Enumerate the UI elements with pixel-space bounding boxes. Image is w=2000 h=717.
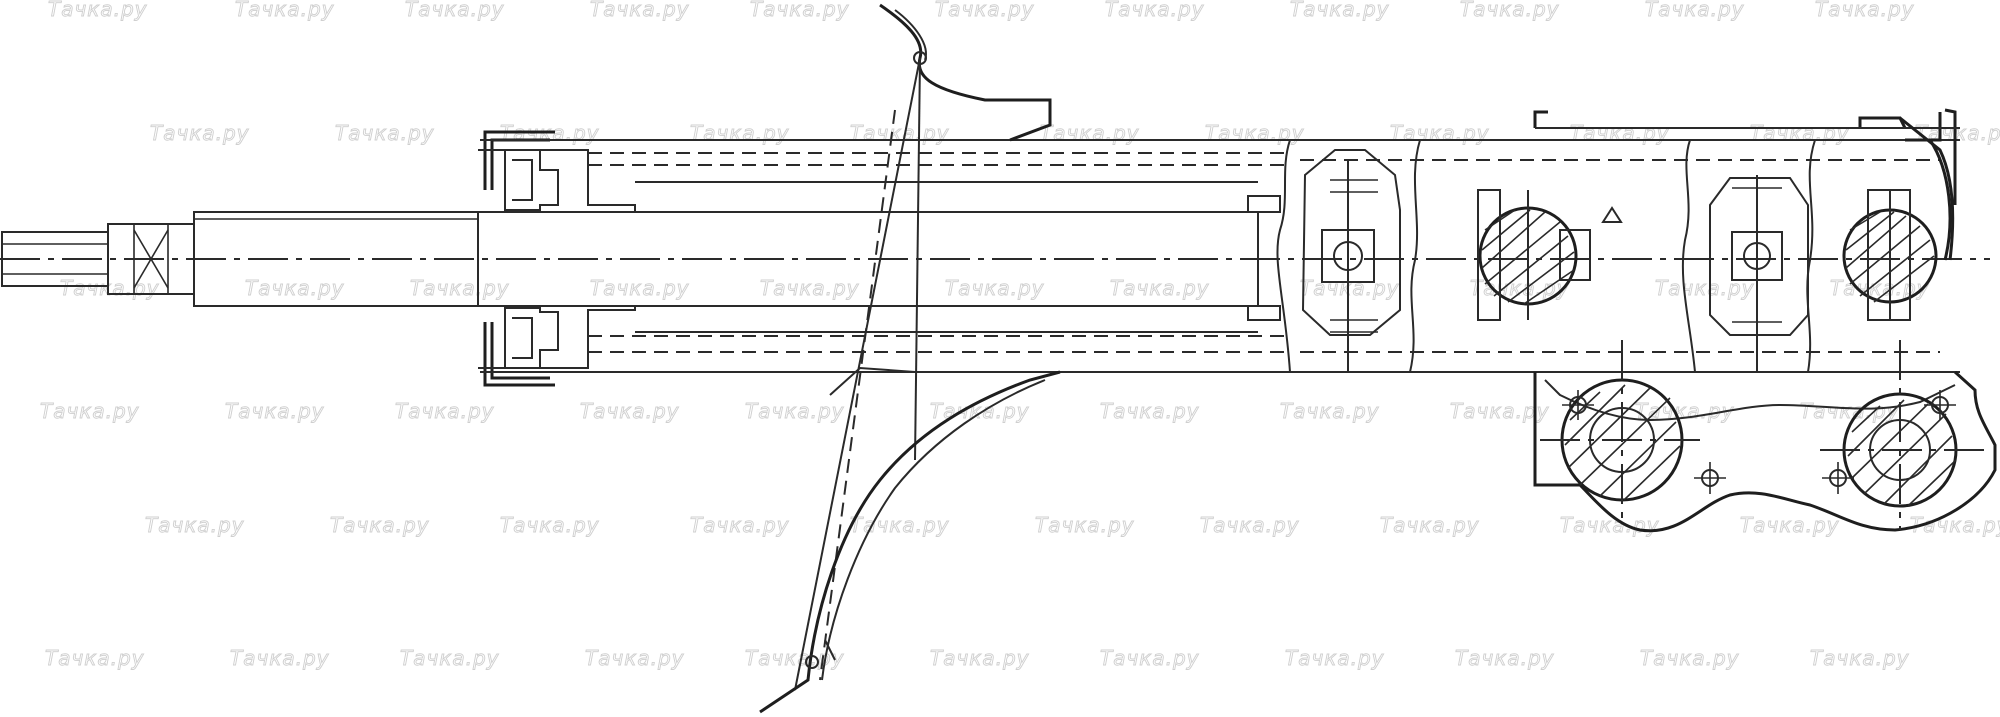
watermark-text: Тачка.ру	[930, 646, 1030, 670]
watermark-text: Тачка.ру	[580, 399, 680, 423]
watermark-text: Тачка.ру	[1910, 513, 2000, 537]
watermark-text: Тачка.ру	[48, 0, 148, 21]
watermark-text: Тачка.ру	[330, 513, 430, 537]
watermark-text: Тачка.ру	[1750, 121, 1850, 145]
watermark-text: Тачка.ру	[1560, 513, 1660, 537]
clamp-block-right	[1681, 139, 1817, 373]
watermark-text: Тачка.ру	[1645, 0, 1745, 21]
watermark-text: Тачка.ру	[1740, 513, 1840, 537]
spring-seat	[759, 3, 1061, 714]
watermark-text: Тачка.ру	[850, 513, 950, 537]
watermark-text: Тачка.ру	[1380, 513, 1480, 537]
watermark-text: Тачка.ру	[1100, 646, 1200, 670]
watermark-text: Тачка.ру	[150, 121, 250, 145]
watermark-text: Тачка.ру	[1290, 0, 1390, 21]
oil-seal-top	[504, 149, 559, 211]
watermark-text: Тачка.ру	[590, 0, 690, 21]
watermark-text: Тачка.ру	[1450, 399, 1550, 423]
watermark-text: Тачка.ру	[400, 646, 500, 670]
lower-mounting-bracket	[1533, 340, 1997, 533]
watermark-text: Тачка.ру	[145, 513, 245, 537]
watermark-text: Тачка.ру	[335, 121, 435, 145]
watermark-text: Тачка.ру	[410, 276, 510, 300]
upper-bracket-outline	[1533, 108, 1960, 261]
watermark-text: Тачка.ру	[500, 513, 600, 537]
knuckle-bracket	[1276, 112, 1952, 373]
watermark-text: Тачка.ру	[1280, 399, 1380, 423]
watermark-text: Тачка.ру	[230, 646, 330, 670]
warning-triangle-icon	[1601, 206, 1623, 223]
watermark-text: Тачка.ру	[40, 399, 140, 423]
watermark-text: Тачка.ру	[760, 276, 860, 300]
watermark-text: Тачка.ру	[585, 646, 685, 670]
watermark-text: Тачка.ру	[1105, 0, 1205, 21]
watermark-text: Тачка.ру	[1110, 276, 1210, 300]
watermark-text: Тачка.ру	[750, 0, 850, 21]
watermark-text: Тачка.ру	[60, 276, 160, 300]
watermark-text: Тачка.ру	[850, 121, 950, 145]
watermark-text: Тачка.ру	[1455, 646, 1555, 670]
watermark-text: Тачка.ру	[690, 121, 790, 145]
watermark-text: Тачка.ру	[1810, 646, 1910, 670]
watermark-text: Тачка.ру	[690, 513, 790, 537]
clamp-block-left	[1276, 139, 1422, 373]
watermark-text: Тачка.ру	[935, 0, 1035, 21]
watermark-text: Тачка.ру	[235, 0, 335, 21]
watermark-text: Тачка.ру	[1285, 646, 1385, 670]
watermark-text: Тачка.ру	[590, 276, 690, 300]
watermark-text: Тачка.ру	[1300, 276, 1400, 300]
watermark-text: Тачка.ру	[945, 276, 1045, 300]
spring-seat-pin-top	[913, 51, 927, 65]
watermark-text: Тачка.ру	[1200, 513, 1300, 537]
watermark-text: Тачка.ру	[1640, 646, 1740, 670]
watermark-text: Тачка.ру	[1040, 121, 1140, 145]
watermark-text: Тачка.ру	[745, 399, 845, 423]
watermark-text: Тачка.ру	[45, 646, 145, 670]
watermark-text: Тачка.ру	[395, 399, 495, 423]
watermark-text: Тачка.ру	[1815, 0, 1915, 21]
watermark-text: Тачка.ру	[1460, 0, 1560, 21]
watermark-text: Тачка.ру	[225, 399, 325, 423]
spring-seat-pin-bottom	[805, 655, 819, 669]
watermark-text: Тачка.ру	[1390, 121, 1490, 145]
watermark-text: Тачка.ру	[1570, 121, 1670, 145]
watermark-text: Тачка.ру	[405, 0, 505, 21]
watermark-text: Тачка.ру	[1800, 399, 1900, 423]
watermark-text: Тачка.ру	[1100, 399, 1200, 423]
strut-tube	[477, 130, 1960, 387]
watermark-text: Тачка.ру	[1035, 513, 1135, 537]
watermark-text: Тачка.ру	[245, 276, 345, 300]
